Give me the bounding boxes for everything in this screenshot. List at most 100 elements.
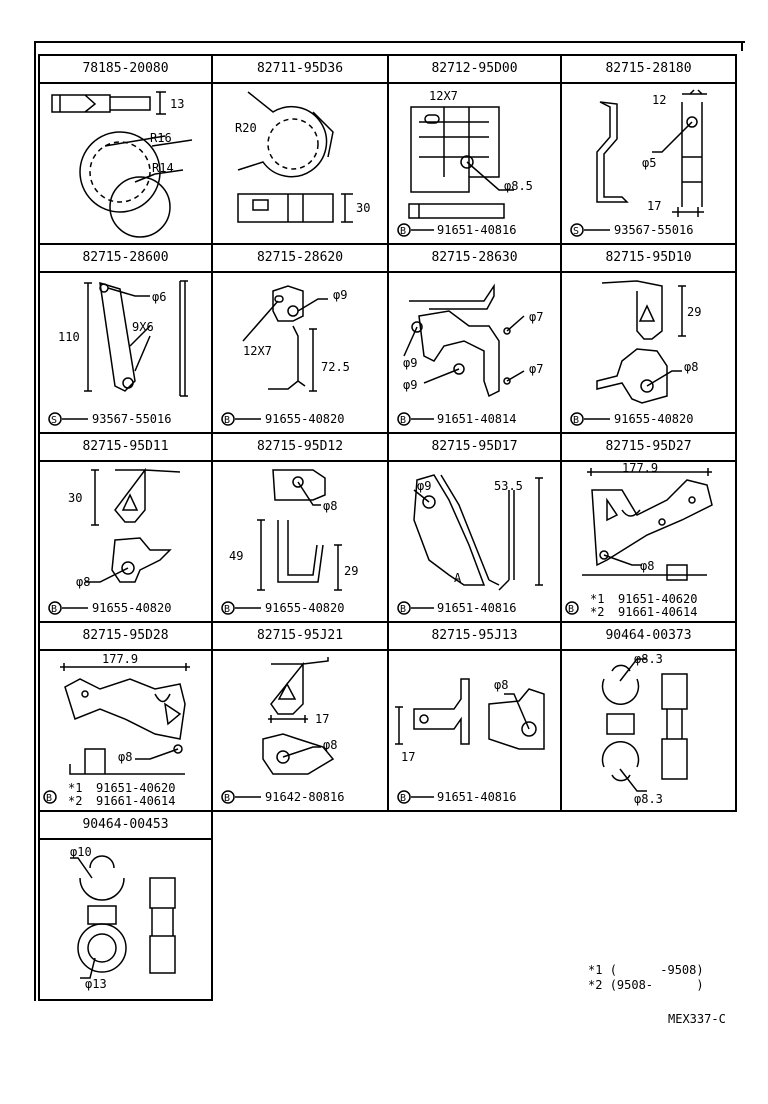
dim-label: 30 [68,491,82,505]
stay-drawing: φ8 49 29 B 91655-40820 [221,469,358,615]
dim-label: 13 [170,97,184,111]
bolt-mark: *2 [68,794,82,808]
cell-90464-00373[interactable]: 90464-00373 φ8.3 φ8.3 [560,621,737,812]
clamp-drawing: R20 30 [235,91,370,223]
cell-90464-00453[interactable]: 90464-00453 φ10 φ13 [38,810,213,1001]
stay-drawing: φ9 A 53.5 B 91651-40816 [397,474,543,615]
hole-label: φ9 [417,479,431,493]
hole-label: φ8 [640,559,654,573]
bolt-symbol: B [573,415,579,426]
stay-drawing: 17 φ8 B 91651-40816 [395,678,545,804]
cell-82715-28620[interactable]: 82715-28620 φ9 12X7 72.5 B 91655-40820 [211,243,389,434]
part-number: 82715-95D12 [213,434,387,462]
part-number: 82712-95D00 [389,56,560,84]
hole-label: φ5 [642,156,656,170]
hole-label: φ8.5 [504,179,533,193]
part-number: 82715-95D27 [562,434,735,462]
dim-label: 17 [315,712,329,726]
part-number: 82715-28600 [40,245,211,273]
radius-label: R20 [235,121,257,135]
bolt-number: 91651-40620 [618,592,697,606]
cell-82715-95J13[interactable]: 82715-95J13 17 φ8 B 91651-40816 [387,621,562,812]
part-number: 90464-00453 [40,812,211,840]
hole-label: φ9 [403,356,417,370]
dim-label: 177.9 [102,652,138,666]
hole-label: φ6 [152,290,166,304]
part-number: 82715-28180 [562,56,735,84]
bolt-number: 91642-80816 [265,790,344,804]
bolt-number: 91651-40816 [437,223,516,237]
clamp-drawing: φ10 φ13 [70,845,176,991]
cell-82715-95D28[interactable]: 82715-95D28 177.9 φ8 B *1 91651-40620 *2… [38,621,213,812]
dia-label: φ10 [70,845,92,859]
bolt-number: 91655-40820 [614,412,693,426]
hole-label: φ8 [323,499,337,513]
stay-drawing: φ7 φ9 φ9 φ7 B 91651-40814 [397,283,543,426]
stay-drawing: 177.9 φ8 B *1 91651-40620 *2 91661-40614 [565,461,713,619]
stay-drawing: φ6 9X6 110 S 93567-55016 [48,280,188,426]
bolt-symbol: S [573,226,579,237]
diagram-frame [34,41,745,1001]
part-number: 82715-28620 [213,245,387,273]
bolt-mark: *1 [590,592,604,606]
hole-label: φ8 [494,678,508,692]
bolt-symbol: B [224,793,230,804]
radius-label: R14 [152,161,174,175]
dim-label: 17 [647,199,661,213]
cell-82715-28630[interactable]: 82715-28630 φ7 φ9 φ9 φ7 B 91651-40814 [387,243,562,434]
notes: *1 ( -9508) *2 (9508- ) [588,963,704,993]
cell-82715-28180[interactable]: 82715-28180 12 φ5 17 S 93567-55016 [560,54,737,245]
cell-82715-28600[interactable]: 82715-28600 φ6 9X6 110 S 93567-55016 [38,243,213,434]
stay-drawing: 17 φ8 B 91642-80816 [221,657,344,804]
slot-label: 9X6 [132,320,154,334]
clip-drawing: 13 R16 R14 [51,91,193,238]
bracket-drawing: 12X7 φ8.5 B 91651-40816 [397,89,533,237]
cell-82715-95D10[interactable]: 82715-95D10 29 φ8 B 91655-40820 [560,243,737,434]
bolt-number: 91661-40614 [618,605,697,619]
part-number: 82715-95D17 [389,434,560,462]
bolt-number: 91651-40816 [437,790,516,804]
cell-82715-95D27[interactable]: 82715-95D27 177.9 φ8 B *1 91651-40620 *2… [560,432,737,623]
bolt-symbol: B [224,604,230,615]
dim-label: 30 [356,201,370,215]
cell-82715-95D17[interactable]: 82715-95D17 φ9 A 53.5 B 91651-40816 [387,432,562,623]
bolt-symbol: B [400,793,406,804]
cell-78185-20080[interactable]: 78185-20080 13 R16 R14 [38,54,213,245]
bolt-symbol: B [400,226,406,237]
hole-label: φ7 [529,310,543,324]
part-number: 78185-20080 [40,56,211,84]
note-line: *1 ( -9508) [588,963,704,977]
bolt-number: 91651-40620 [96,781,175,795]
cell-82712-95D00[interactable]: 82712-95D00 12X7 φ8.5 B 91651-40816 [387,54,562,245]
stay-drawing: φ9 12X7 72.5 B 91655-40820 [221,285,350,426]
bolt-number: 91655-40820 [265,412,344,426]
dia-label: φ8.3 [634,652,663,666]
cell-82715-95D11[interactable]: 82715-95D11 30 φ8 B 91655-40820 [38,432,213,623]
slot-label: 12X7 [243,344,272,358]
bolt-symbol: B [224,415,230,426]
bolt-number: 91655-40820 [92,601,171,615]
bolt-symbol: B [568,604,574,615]
bolt-number: 93567-55016 [614,223,693,237]
radius-label: R16 [150,131,172,145]
dim-label: 53.5 [494,479,523,493]
dim-label: 177.9 [622,461,658,475]
part-number: 90464-00373 [562,623,735,651]
hole-label: φ8 [684,360,698,374]
cell-82715-95D12[interactable]: 82715-95D12 φ8 49 29 B 91655-40820 [211,432,389,623]
stay-drawing: 12 φ5 17 S 93567-55016 [570,89,707,237]
note-line: *2 (9508- ) [588,978,704,992]
part-number: 82715-95J21 [213,623,387,651]
stay-drawing: 177.9 φ8 B *1 91651-40620 *2 91661-40614 [43,652,190,808]
cell-82711-95D36[interactable]: 82711-95D36 R20 30 [211,54,389,245]
cell-82715-95J21[interactable]: 82715-95J21 17 φ8 B 91642-80816 [211,621,389,812]
dim-label: 29 [687,305,701,319]
part-number: 82715-95D28 [40,623,211,651]
dim-label: 110 [58,330,80,344]
bolt-mark: *2 [590,605,604,619]
bolt-symbol: B [51,604,57,615]
hole-label: φ8 [118,750,132,764]
part-number: 82711-95D36 [213,56,387,84]
part-number: 82715-95D10 [562,245,735,273]
dia-label: φ13 [85,977,107,991]
